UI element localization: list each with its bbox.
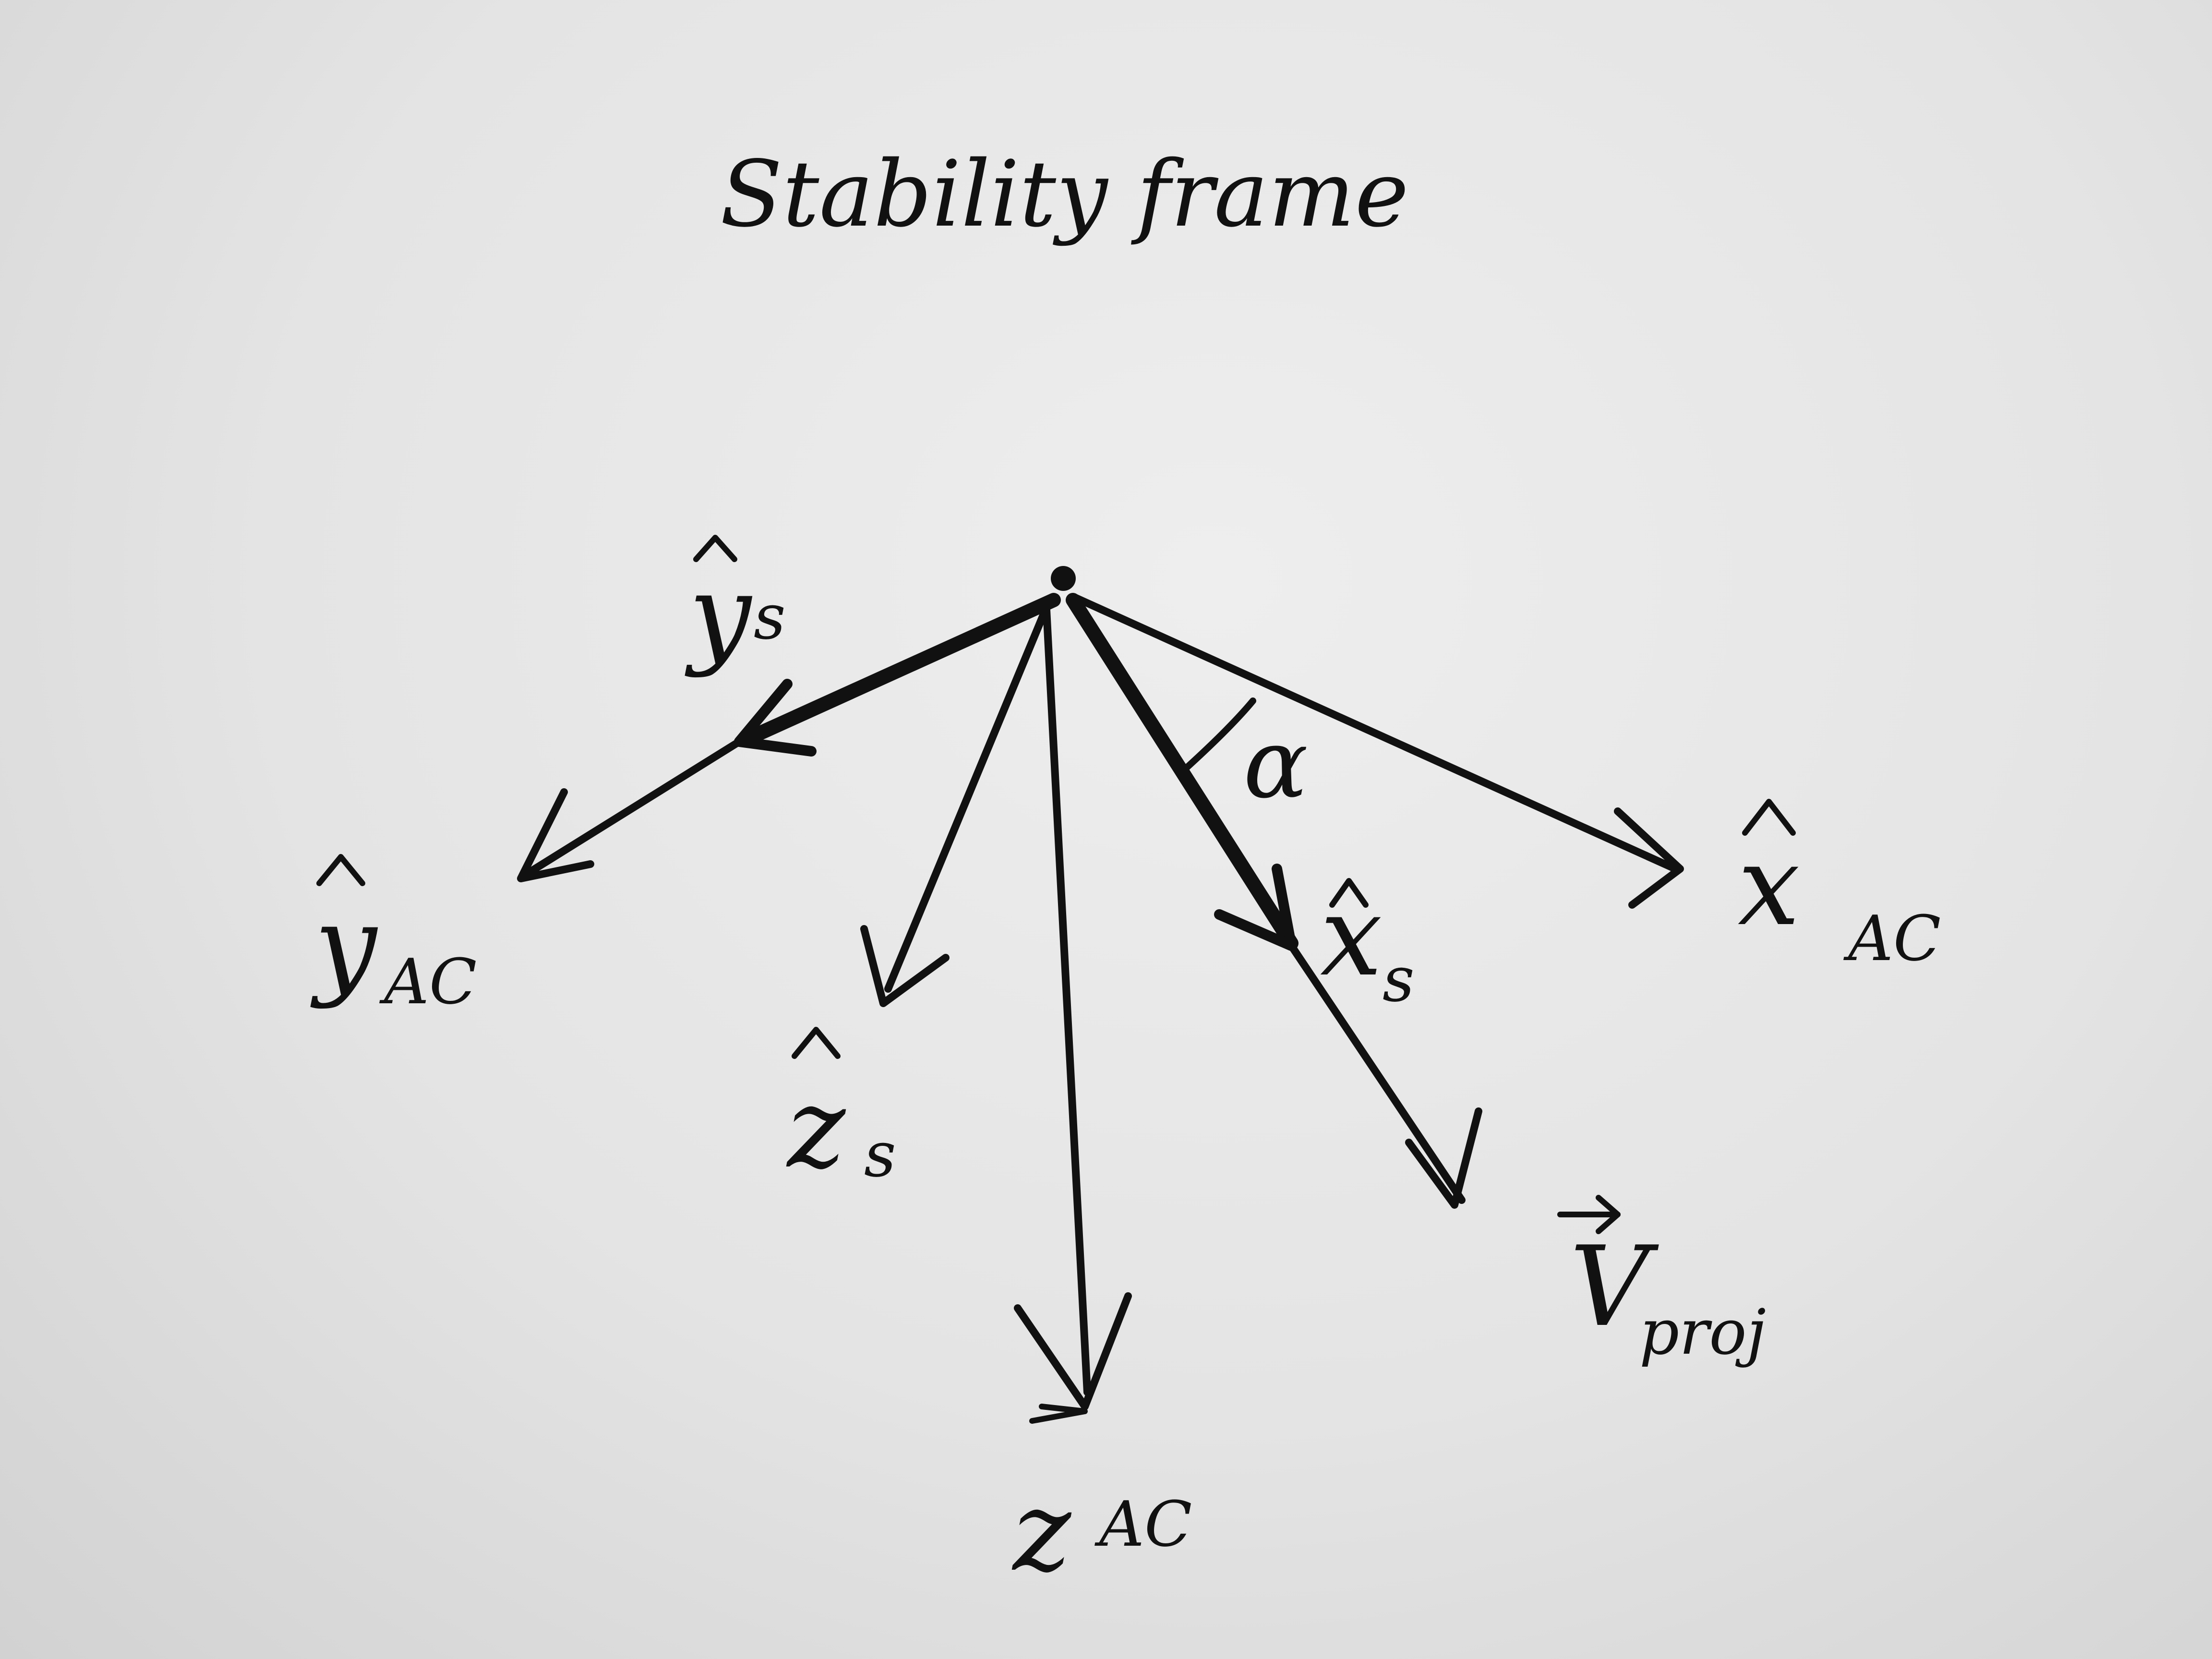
alpha-label: α (1243, 708, 1308, 820)
axis-x-ac (1071, 594, 1684, 909)
svg-text:AC: AC (1094, 1488, 1192, 1561)
svg-text:s: s (864, 1118, 896, 1191)
axis-z-s (860, 603, 1050, 1007)
svg-text:s: s (1382, 943, 1415, 1016)
svg-text:y: y (310, 882, 378, 1010)
svg-text:AC: AC (1843, 902, 1941, 975)
svg-text:y: y (685, 551, 753, 679)
label-y-ac: y AC (310, 854, 477, 1018)
alpha-angle-arc (1178, 697, 1256, 776)
diagram-title: Stability frame (720, 141, 1409, 247)
origin-point (1051, 566, 1076, 591)
label-x-ac: x AC (1738, 799, 1941, 975)
label-x-s: x s (1320, 873, 1415, 1016)
svg-text:V: V (1570, 1223, 1659, 1351)
svg-text:proj: proj (1639, 1296, 1766, 1369)
label-v-proj: V proj (1557, 1195, 1766, 1369)
axis-v-proj (1287, 942, 1482, 1209)
svg-text:x: x (1320, 873, 1382, 1001)
label-y-s: y s (685, 535, 786, 679)
label-z-ac: z AC (1011, 1468, 1192, 1596)
axis-z-ac (1014, 606, 1132, 1424)
axis-y-ac (517, 738, 743, 882)
svg-text:x: x (1738, 822, 1800, 950)
svg-text:AC: AC (379, 945, 477, 1018)
svg-text:s: s (754, 580, 786, 653)
axis-y-s (734, 593, 1061, 757)
svg-text:z: z (1011, 1468, 1072, 1596)
svg-text:z: z (786, 1065, 846, 1193)
label-z-s: z s (786, 1027, 896, 1193)
